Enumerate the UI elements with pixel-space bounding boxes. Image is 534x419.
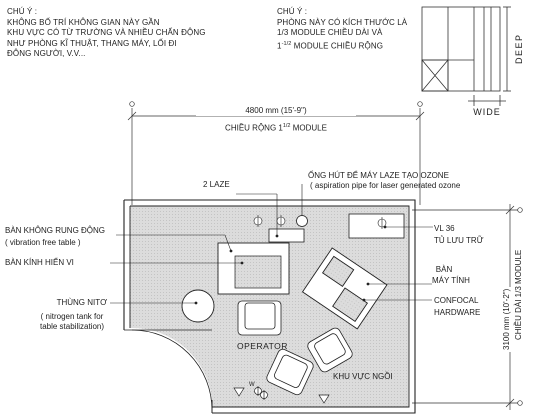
lounge-chair-1 [266, 348, 314, 396]
marker-triangle-2 [318, 394, 330, 404]
microscope-label: BÀN KÍNH HIỂN VI [5, 258, 74, 267]
height-dim-label: CHIỀU DÀI 1/3 MODULE [514, 249, 523, 340]
module-diagram [421, 6, 511, 106]
computer-leader-dot [366, 282, 370, 286]
note-left-line-1: KHÔNG BỐ TRÍ KHÔNG GIAN NÀY GẦN [7, 17, 160, 27]
microscope-table [234, 255, 282, 289]
laser-unit [268, 228, 305, 243]
note-right-line-1: PHÒNG NÀY CÓ KÍCH THƯỚC LÀ [277, 17, 408, 27]
height-dim-node-top [517, 207, 523, 213]
note-right-heading: CHÚ Ý : [277, 7, 308, 16]
note-left-line-3: NHƯ PHÒNG KĨ THUẬT, THANG MÁY, LỐI ĐI [7, 38, 177, 48]
lounge-chair-1-seat [274, 354, 308, 388]
note-left: CHÚ Ý : KHÔNG BỐ TRÍ KHÔNG GIAN NÀY GẦN … [7, 7, 206, 60]
vib-table-label-en: ( vibration free table ) [5, 238, 81, 247]
lounge-chair-2 [307, 327, 353, 373]
wall-outlets [253, 215, 387, 229]
note-left-heading: CHÚ Ý : [7, 7, 38, 16]
vib-leader [224, 234, 232, 252]
ozone-label-vi: ỐNG HÚT ĐỂ MÁY LAZE TẠO OZONE [308, 171, 449, 180]
deep-label: DEEP [514, 33, 524, 64]
note-right-line-3-prefix: 1 [277, 41, 282, 51]
ozone-label-en: ( aspiration pipe for laser generated oz… [310, 181, 461, 190]
vl36-label: VL 36 [434, 224, 455, 233]
floor-markers [233, 386, 330, 404]
wide-label: WIDE [473, 107, 501, 117]
note-left-line-2: KHU VỰC CÓ TỪ TRƯỜNG VÀ NHIỀU CHẤN ĐỘNG [7, 28, 206, 37]
nitrogen-label-en-1: ( nitrogen tank for [40, 312, 104, 321]
height-dim-value: 3100 mm (10'-2") [502, 286, 511, 352]
width-dim-label-sup: 1/2 [282, 123, 291, 129]
nitrogen-label-en-2: table stabilization) [39, 322, 105, 331]
width-dim-value: 4800 mm (15'-9") [196, 106, 356, 116]
confocal-unit [332, 287, 369, 322]
width-dim-node-right [417, 101, 423, 107]
nitrogen-tank [181, 289, 215, 323]
note-right-line-3: 1-1/2 MODULE CHIỀU RỘNG [277, 39, 407, 52]
operator-chair [237, 300, 282, 336]
module-cross-2 [421, 59, 449, 92]
note-right-line-3-sup: -1/2 [281, 40, 292, 47]
cabinet-label: TỦ LƯU TRỮ [434, 236, 484, 245]
confocal-label-1: CONFOCAL [434, 296, 479, 305]
door-swing [131, 329, 213, 411]
width-dim-label-prefix: CHIỀU RỘNG 1 [225, 123, 283, 133]
microscope-leader-dot [240, 261, 244, 265]
nitrogen-leader-dot [194, 301, 198, 305]
nitrogen-label-vi: THÙNG NITƠ [56, 298, 107, 307]
computer-label-2: MÁY TÍNH [432, 276, 470, 285]
width-dim-label: CHIỀU RỘNG 11/2 MODULE [190, 122, 362, 133]
vib-table-label-vi: BÀN KHÔNG RUNG ĐỘNG [5, 226, 106, 235]
width-dim-label-suffix: MODULE [290, 123, 327, 133]
lounge-chair-2-seat [314, 333, 346, 365]
note-right: CHÚ Ý : PHÒNG NÀY CÓ KÍCH THƯỚC LÀ 1/3 M… [277, 7, 407, 52]
laser-label: 2 LAZE [203, 180, 230, 189]
computer-monitor [321, 255, 355, 287]
height-dim-slash-bottom [505, 398, 515, 408]
note-right-line-2: 1/3 MODULE CHIỀU DÀI VÀ [277, 28, 383, 37]
height-dim-node-bottom [517, 400, 523, 406]
storage-cabinet [348, 213, 405, 239]
seating-area-label: KHU VỰC NGỒI [333, 372, 393, 381]
aspiration-pipe [296, 215, 308, 227]
note-left-line-4: ĐÔNG NGƯỜI, V.V... [7, 49, 86, 58]
marker-w-label: W [249, 382, 255, 388]
vib-leader-dot [229, 249, 233, 253]
room-wall-inner [129, 205, 410, 408]
computer-label-1: BÀN [435, 265, 453, 274]
computer-desk [301, 247, 388, 330]
confocal-leader-dot [362, 298, 366, 302]
marker-triangle-1 [233, 387, 245, 397]
width-dimension [127, 101, 425, 205]
width-dim-slash-left [127, 111, 137, 121]
room-wall-outer [123, 199, 416, 414]
module-room-cell [421, 59, 449, 92]
module-outline [421, 6, 501, 92]
laser-leader-dot [275, 234, 279, 238]
operator-chair-seat [244, 302, 276, 330]
operator-label: OPERATOR [237, 341, 288, 351]
width-dim-slash-right [415, 111, 425, 121]
width-dim-node-left [129, 101, 135, 107]
confocal-label-2: HARDWARE [434, 308, 481, 317]
note-right-line-3-rest: MODULE CHIỀU RỘNG [291, 41, 384, 51]
height-dim-slash-top [505, 205, 515, 215]
